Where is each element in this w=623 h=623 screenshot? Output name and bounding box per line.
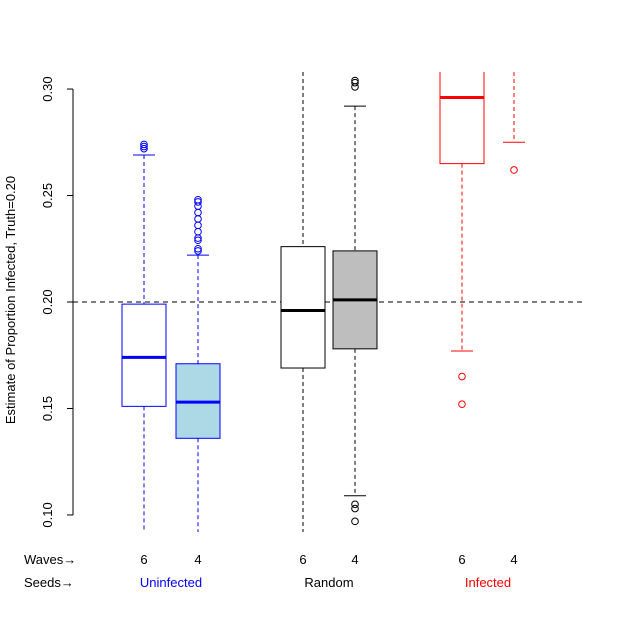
outlier-point (140, 142, 148, 151)
y-axis: 0.10 0.15 0.20 0.25 0.30 (40, 76, 74, 528)
y-tick-label: 0.15 (40, 396, 55, 421)
waves-label: 4 (510, 552, 517, 567)
waves-label: 6 (140, 552, 147, 567)
seeds-group-label: Uninfected (140, 575, 202, 590)
outlier-point (510, 166, 518, 174)
outlier-point (351, 504, 359, 513)
box-body (439, 72, 485, 165)
y-tick-label: 0.25 (40, 183, 55, 208)
box-body (121, 303, 167, 407)
y-tick-label: 0.20 (40, 289, 55, 314)
outlier-point (351, 517, 359, 526)
outlier-point (458, 400, 466, 409)
outlier-point (194, 198, 202, 206)
seeds-row-label: Seeds→ (24, 575, 74, 590)
outlier-point (194, 244, 202, 253)
y-tick-label: 0.30 (40, 76, 55, 101)
y-tick-label: 0.10 (40, 502, 55, 527)
box-3: 4 (332, 76, 378, 567)
outlier-point (351, 76, 359, 85)
waves-row-label: Waves→ (24, 552, 76, 567)
outlier-point (351, 500, 359, 509)
outlier-point (194, 208, 202, 217)
seeds-group-label: Infected (465, 575, 511, 590)
waves-label: 4 (194, 552, 201, 567)
box-1: 4 (175, 195, 221, 567)
outlier-point (458, 372, 466, 381)
outlier-point (194, 247, 202, 255)
x-labels: Waves→ Seeds→ Uninfected Random Infected (24, 552, 511, 590)
waves-label: 6 (458, 552, 465, 567)
outlier-point (140, 140, 148, 149)
outlier-point (194, 195, 202, 204)
waves-label: 4 (351, 552, 358, 567)
seeds-group-label: Random (304, 575, 353, 590)
outlier-point (351, 78, 359, 87)
box-5: 4 (503, 72, 525, 567)
outlier-point (140, 144, 148, 153)
outlier-point (194, 221, 202, 230)
box-body (280, 246, 326, 369)
waves-label: 6 (299, 552, 306, 567)
box-2: 6 (280, 72, 326, 567)
outlier-point (194, 227, 202, 236)
y-axis-label: Estimate of Proportion Infected, Truth=0… (3, 176, 18, 424)
outlier-point (194, 215, 202, 223)
box-0: 6 (121, 140, 167, 567)
boxes: 6 4 6 4 6 4 (121, 72, 525, 567)
box-4: 6 (439, 72, 485, 567)
outlier-point (194, 236, 202, 245)
